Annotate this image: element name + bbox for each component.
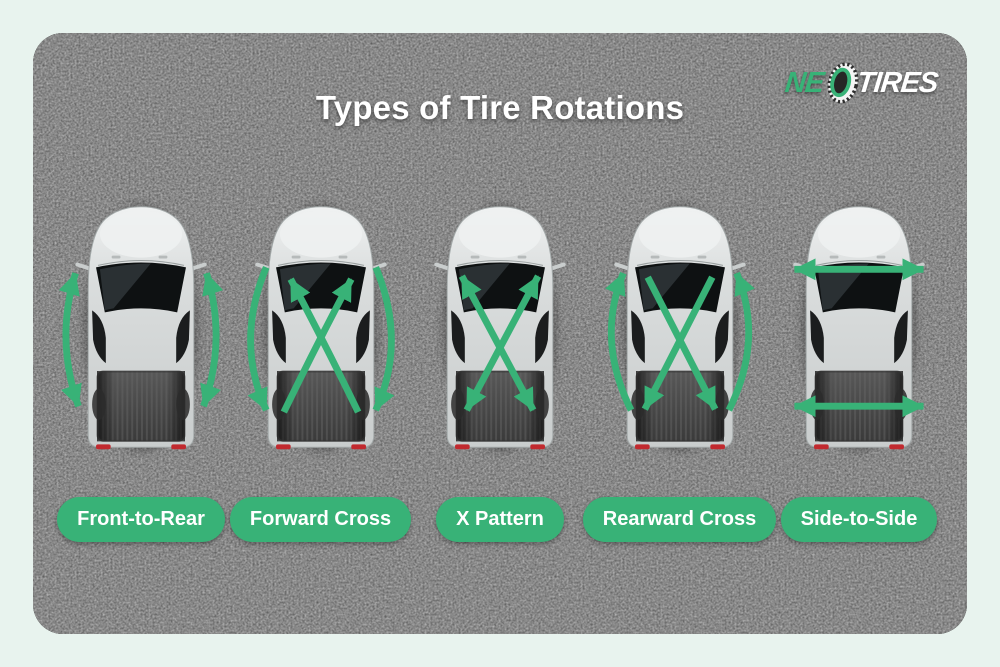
pattern-label-side-to-side: Side-to-Side	[780, 497, 938, 542]
pattern-label-x-pattern: X Pattern	[436, 497, 564, 542]
label-cell-x-pattern: X Pattern	[412, 497, 588, 542]
car-diagram-rearward-cross	[592, 195, 768, 459]
pattern-label-forward-cross: Forward Cross	[229, 497, 412, 542]
label-cell-side-to-side: Side-to-Side	[771, 497, 947, 542]
car-diagrams-row	[53, 195, 947, 459]
pattern-label-rearward-cross: Rearward Cross	[582, 497, 777, 542]
car-top-view	[613, 205, 745, 451]
label-cell-forward-cross: Forward Cross	[229, 497, 412, 542]
car-top-view	[254, 205, 386, 451]
label-cell-front-to-rear: Front-to-Rear	[53, 497, 229, 542]
label-cell-rearward-cross: Rearward Cross	[582, 497, 777, 542]
car-diagram-side-to-side	[771, 195, 947, 459]
car-top-view	[793, 205, 925, 451]
asphalt-panel: NE TIRES Types of Tire Rotations Front-t…	[33, 33, 967, 634]
tire-icon	[827, 62, 859, 104]
car-diagram-forward-cross	[233, 195, 409, 459]
pattern-label-front-to-rear: Front-to-Rear	[57, 497, 225, 542]
car-diagram-front-to-rear	[53, 195, 229, 459]
page-title: Types of Tire Rotations	[315, 89, 685, 126]
car-diagram-x-pattern	[412, 195, 588, 459]
car-top-view	[434, 205, 566, 451]
car-top-view	[75, 205, 207, 451]
brand-logo: NE TIRES	[784, 59, 939, 107]
